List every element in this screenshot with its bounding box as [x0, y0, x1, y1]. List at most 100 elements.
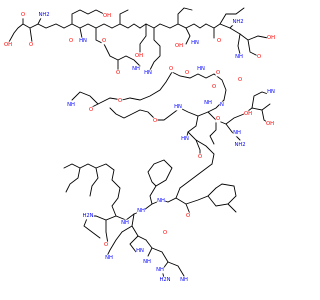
atom-label: N — [220, 102, 224, 108]
atom-label-background — [266, 88, 276, 96]
bond — [117, 55, 141, 67]
bond — [63, 23, 83, 39]
bond — [167, 261, 185, 277]
atom-label-background — [168, 65, 174, 73]
atom-label-background — [234, 141, 246, 149]
atom-label: O — [198, 154, 202, 160]
atom-label: O — [104, 242, 108, 248]
atom-label-background — [203, 99, 213, 107]
bond — [247, 39, 259, 57]
atom-label-background — [185, 212, 191, 220]
atom-label-background — [237, 76, 243, 84]
atom-label-background — [20, 11, 26, 19]
atom-label-background — [135, 247, 145, 255]
atom-label-background — [102, 12, 112, 20]
atom-label: HN — [267, 89, 275, 95]
bond — [147, 159, 173, 205]
bond — [89, 167, 99, 197]
atom-label-background — [215, 115, 221, 123]
atom-label: HN — [197, 66, 205, 72]
atom-label: OH — [244, 111, 252, 117]
atom-label: OH — [266, 121, 274, 127]
atom-label: O — [153, 118, 157, 124]
bond — [219, 7, 245, 25]
atom-label: NH — [121, 220, 129, 226]
atom-label-background — [190, 39, 200, 47]
bond — [155, 107, 181, 121]
atom-label: NH — [204, 100, 212, 106]
bond — [187, 131, 201, 157]
atom-label-background — [216, 37, 222, 45]
bond — [207, 111, 217, 145]
bond — [177, 7, 193, 25]
atom-label-background — [103, 241, 109, 249]
atom-label-background — [155, 266, 165, 274]
bond — [71, 91, 99, 105]
atom-label-background — [162, 229, 168, 237]
bond — [251, 91, 269, 109]
atom-label: HN — [181, 136, 189, 142]
bond — [131, 213, 147, 241]
atom-label-background — [174, 42, 184, 50]
atom-label-background — [131, 65, 141, 73]
atom-label: NH — [105, 255, 113, 261]
background — [0, 0, 300, 300]
bond — [105, 219, 109, 245]
atom-label: O — [257, 54, 261, 60]
atom-label-background — [266, 34, 276, 42]
atom-label: NH — [156, 267, 164, 273]
atom-label-background — [115, 69, 121, 77]
atom-label: O — [217, 38, 221, 44]
bond — [151, 247, 169, 263]
atom-label: NH — [67, 102, 75, 108]
bond — [65, 167, 81, 193]
atom-label-background — [184, 69, 190, 77]
atom-label: O — [216, 116, 220, 122]
atom-label: O — [216, 70, 220, 76]
atom-label: NH2 — [38, 12, 49, 18]
atom-label: O — [212, 84, 216, 90]
atom-label: O — [69, 38, 73, 44]
atom-label-background — [66, 101, 76, 109]
bond — [213, 73, 227, 101]
bond — [119, 9, 129, 25]
atom-label: O — [21, 12, 25, 18]
atom-label-background — [104, 254, 114, 262]
atom-label-background — [142, 258, 152, 266]
atom-label-background — [156, 197, 166, 205]
atom-label-background — [38, 11, 50, 19]
bond — [109, 107, 157, 121]
atom-label-background — [232, 129, 242, 137]
atom-label: NH — [137, 208, 145, 214]
atom-label: O — [29, 42, 33, 48]
atom-label-background — [173, 103, 183, 111]
bond — [105, 225, 133, 259]
atom-label: OH — [103, 13, 111, 19]
bond — [179, 163, 213, 189]
atom-label: O — [169, 66, 173, 72]
atom-label: HN — [144, 70, 152, 76]
bond — [179, 99, 225, 117]
atom-label-background — [78, 37, 88, 45]
atom-label: NH — [180, 277, 188, 283]
atom-label: HN — [136, 248, 144, 254]
atom-label-background — [28, 41, 34, 49]
atom-label: O — [163, 230, 167, 236]
bond — [89, 97, 123, 109]
atom-label: O — [116, 70, 120, 76]
bond — [71, 9, 105, 25]
atom-label-background — [232, 18, 244, 26]
bond — [207, 183, 237, 207]
atom-label: HN — [174, 104, 182, 110]
bond — [171, 71, 215, 79]
atom-label: O — [118, 98, 122, 104]
atom-label-background — [120, 219, 130, 227]
atom-label-background — [152, 117, 158, 125]
atom-label: O — [185, 70, 189, 76]
bond — [111, 23, 141, 29]
bond — [215, 113, 245, 125]
atom-label: NH — [233, 130, 241, 136]
atom-label-background — [134, 52, 144, 60]
